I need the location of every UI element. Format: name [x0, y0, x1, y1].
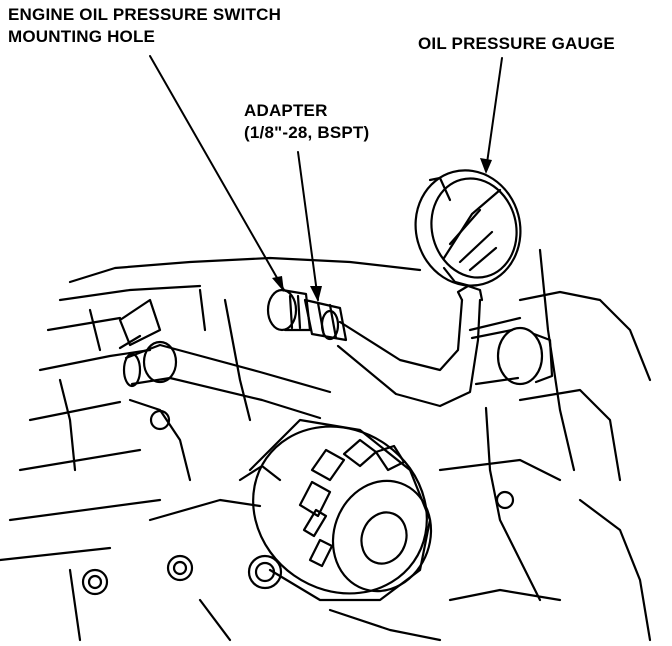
arrowhead-switch-hole — [272, 276, 284, 292]
label-adapter-line1: ADAPTER — [244, 101, 328, 120]
label-switch-line1: ENGINE OIL PRESSURE SWITCH — [8, 5, 282, 24]
leader-switch-hole — [149, 55, 285, 291]
leader-lines — [149, 55, 503, 301]
leader-adapter — [297, 151, 319, 301]
label-switch-line2: MOUNTING HOLE — [8, 27, 156, 46]
oil-filter — [238, 418, 433, 602]
leader-gauge — [485, 57, 503, 171]
oil-pressure-gauge — [414, 169, 522, 288]
label-adapter: ADAPTER (1/8"-28, BSPT) — [244, 100, 369, 144]
label-gauge-line1: OIL PRESSURE GAUGE — [418, 34, 615, 53]
label-switch-mounting-hole: ENGINE OIL PRESSURE SWITCH MOUNTING HOLE — [8, 4, 281, 48]
switch-hole-fitting — [266, 288, 312, 332]
arrowheads — [272, 158, 492, 302]
label-adapter-line2: (1/8"-28, BSPT) — [244, 123, 370, 142]
right-pipe — [470, 326, 554, 386]
gauge-hose — [336, 284, 484, 408]
engine-block — [0, 248, 652, 642]
left-pipe — [122, 340, 332, 420]
arrowhead-gauge — [480, 158, 492, 174]
arrowhead-adapter — [310, 286, 322, 302]
label-oil-pressure-gauge: OIL PRESSURE GAUGE — [418, 33, 615, 55]
adapter — [303, 298, 348, 342]
